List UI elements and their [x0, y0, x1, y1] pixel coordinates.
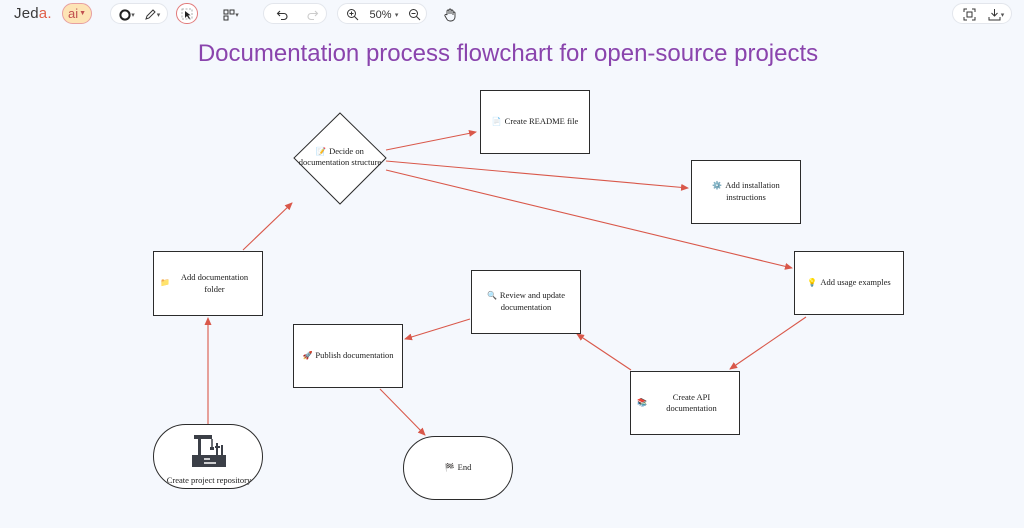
- lightbulb-icon: 💡: [807, 277, 818, 287]
- node-end[interactable]: 🏁End: [403, 436, 513, 500]
- crane-icon: [192, 435, 226, 467]
- node-label-line2: instructions: [726, 192, 766, 203]
- ai-label: ai: [67, 6, 79, 21]
- history-group: [263, 3, 327, 24]
- node-label: Add usage examples: [820, 277, 891, 288]
- drawing-tools-group: ▾ ▾: [110, 3, 168, 24]
- node-create-repository-label: Create project repository: [166, 475, 252, 485]
- node-create-api-documentation[interactable]: 📚 Create API documentation: [630, 371, 740, 435]
- books-icon: 📚: [637, 397, 647, 407]
- ai-button[interactable]: ai▼: [62, 3, 92, 24]
- arrow-publish-to-end: [379, 388, 426, 436]
- node-label-line1: Add installation: [725, 180, 780, 191]
- folder-icon: 📁: [160, 278, 170, 288]
- redo-icon[interactable]: [302, 4, 322, 25]
- arrow-folder-to-decide: [242, 202, 293, 251]
- arrow-api-to-review: [576, 333, 632, 371]
- node-review-update[interactable]: 🔍Review and update documentation: [471, 270, 581, 334]
- download-icon[interactable]: ▾: [983, 4, 1009, 25]
- arrow-review-to-publish: [404, 318, 471, 341]
- hand-icon[interactable]: [440, 4, 460, 25]
- arrow-decide-to-readme: [385, 129, 477, 151]
- node-create-repository[interactable]: [153, 424, 263, 489]
- screenshot-icon[interactable]: [959, 4, 979, 25]
- undo-icon[interactable]: [272, 4, 292, 25]
- memo-icon: 📝: [316, 147, 327, 156]
- node-create-readme[interactable]: 📄Create README file: [480, 90, 590, 154]
- logo-text: Jed: [14, 5, 39, 22]
- node-add-documentation-folder[interactable]: 📁 Add documentation folder: [153, 251, 263, 316]
- chevron-down-icon: ▾: [394, 11, 399, 19]
- logo-accent: a.: [38, 5, 52, 22]
- arrow-usage-to-api: [729, 316, 807, 370]
- magnifier-icon: 🔍: [486, 291, 497, 301]
- select-icon[interactable]: [176, 3, 198, 24]
- node-label: Create API documentation: [666, 391, 717, 413]
- node-label-line1: Review and update: [499, 290, 566, 301]
- node-label-line2: documentation: [500, 302, 552, 313]
- layout-group: ▾: [212, 3, 246, 24]
- node-decide-structure[interactable]: 📝Decide on documentation structure: [294, 146, 386, 168]
- diagram-title: Documentation process flowchart for open…: [197, 40, 819, 67]
- zoom-level: 50%: [369, 8, 392, 21]
- rocket-icon: 🚀: [302, 350, 313, 360]
- node-label-line2: documentation structure: [298, 157, 382, 168]
- gear-icon: ⚙️: [712, 181, 723, 191]
- zoom-level-select[interactable]: 50% ▾: [366, 4, 402, 25]
- node-label: End: [457, 462, 472, 473]
- zoom-out-icon[interactable]: [404, 4, 424, 25]
- app-logo: Jeda.: [14, 5, 52, 22]
- node-label: Publish documentation: [315, 350, 394, 361]
- node-label: Create README file: [504, 116, 579, 127]
- top-toolbar: Jeda. ai▼ ▾ ▾ ▾ 50% ▾: [0, 0, 1024, 28]
- stroke-icon[interactable]: ▾: [117, 4, 137, 25]
- zoom-group: 50% ▾: [337, 3, 427, 24]
- node-publish-documentation[interactable]: 🚀Publish documentation: [293, 324, 403, 388]
- decision-diamond-shape: [293, 112, 387, 205]
- arrow-decide-to-install: [385, 160, 689, 191]
- node-label: Add documentation folder: [180, 272, 249, 294]
- checkered-flag-icon: 🏁: [444, 462, 455, 472]
- node-add-installation[interactable]: ⚙️Add installation instructions: [691, 160, 801, 224]
- layout-icon[interactable]: ▾: [219, 4, 243, 25]
- export-group: ▾: [952, 3, 1012, 24]
- chevron-down-icon: ▼: [79, 10, 87, 17]
- hand-group: [437, 3, 461, 24]
- page-icon: 📄: [491, 116, 502, 126]
- node-add-usage-examples[interactable]: 💡Add usage examples: [794, 251, 904, 315]
- node-label-line1: Decide on: [329, 146, 364, 156]
- arrow-decide-to-usage: [385, 169, 793, 270]
- zoom-in-icon[interactable]: [342, 4, 362, 25]
- pen-icon[interactable]: ▾: [141, 4, 163, 25]
